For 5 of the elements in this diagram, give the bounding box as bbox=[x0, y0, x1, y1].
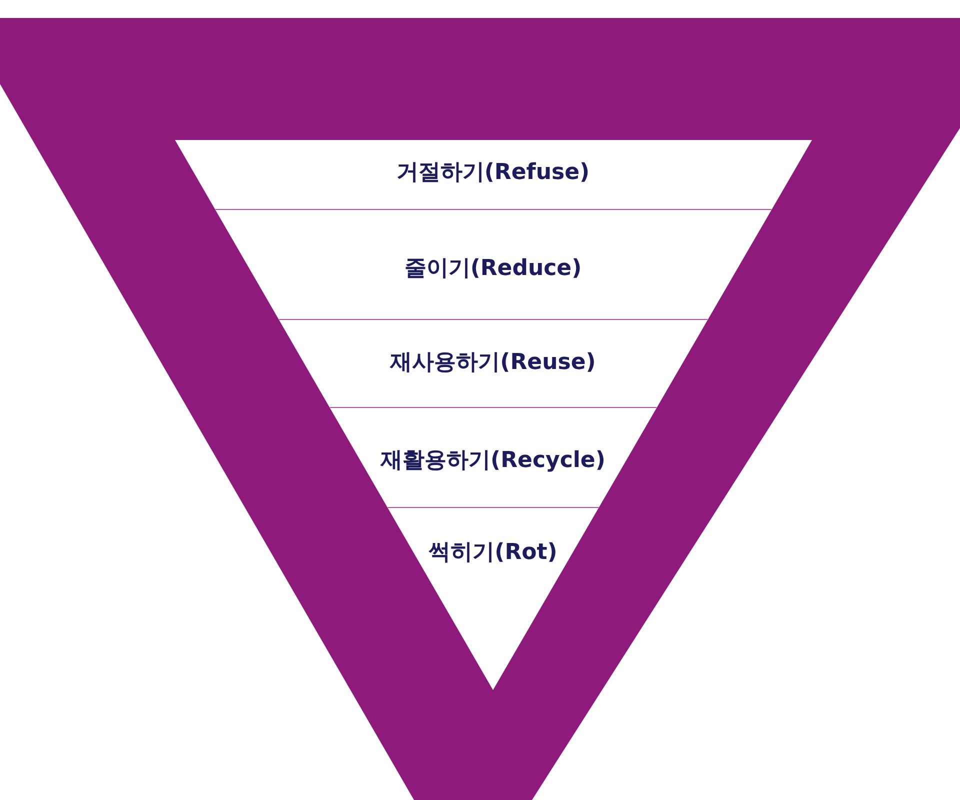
band-label: 썩히기(Rot) bbox=[428, 539, 558, 567]
band-label: 재사용하기(Reuse) bbox=[390, 349, 596, 377]
band-label: 줄이기(Reduce) bbox=[404, 255, 582, 283]
band-label: 거절하기(Refuse) bbox=[396, 159, 590, 187]
band-label: 재활용하기(Recycle) bbox=[380, 447, 606, 475]
